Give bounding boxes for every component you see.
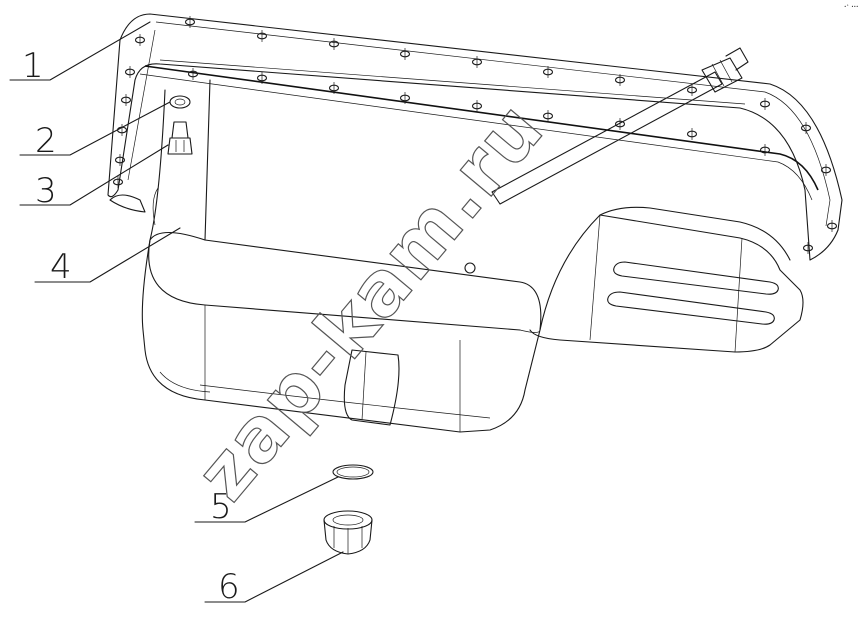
sealing-ring-part-5: [332, 464, 374, 480]
callout-labels: 1 2 3 4 5 6: [22, 46, 240, 607]
callout-3: 3: [35, 171, 57, 211]
flange-bolt-holes: [112, 16, 838, 254]
dipstick-tube: [491, 47, 749, 205]
washer-part-2: [169, 95, 191, 109]
oil-pan-flange: [107, 13, 843, 261]
watermark: zap-kam.ru: [180, 86, 561, 517]
bolt-part-3: [167, 121, 193, 155]
corner-mark: •° •••: [844, 4, 858, 9]
callout-5: 5: [210, 487, 232, 527]
drain-plug-part-6: [323, 510, 373, 555]
callout-6: 6: [218, 567, 240, 607]
callout-2: 2: [35, 121, 57, 161]
callout-1: 1: [22, 46, 44, 86]
callout-4: 4: [50, 247, 72, 287]
callout-leaders: [9, 21, 344, 603]
oil-pan-body: [109, 79, 804, 433]
